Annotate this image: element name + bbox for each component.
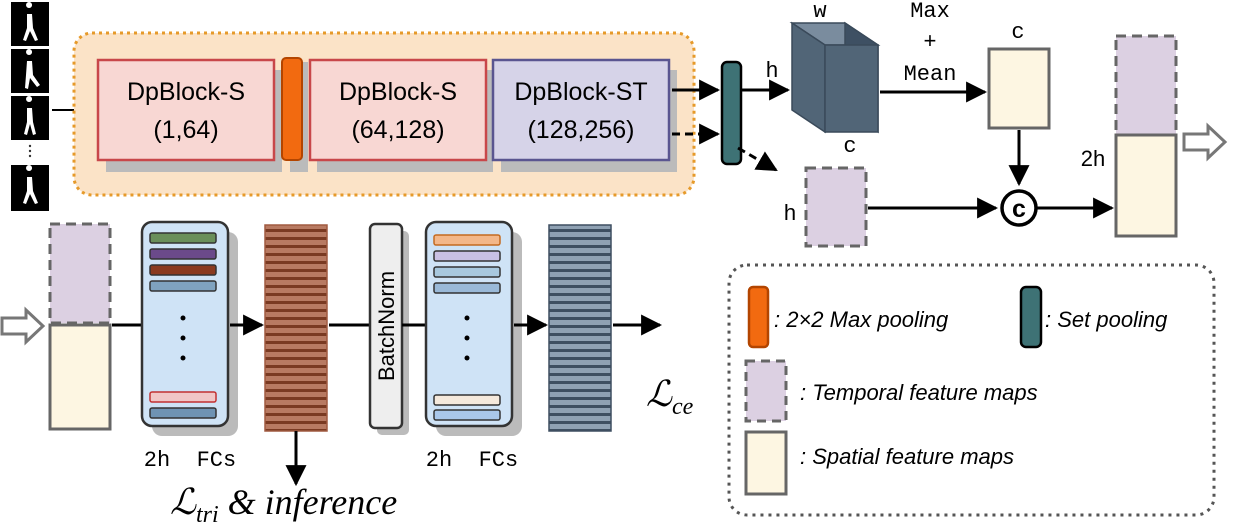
fc-dots	[180, 335, 186, 341]
fc-layer	[433, 394, 501, 406]
cube-h-label: h	[766, 57, 778, 82]
temporal-feature-map	[804, 166, 868, 248]
dpblock-s-1	[96, 58, 276, 162]
fc-dots	[464, 315, 470, 321]
loss-ce-sub: ce	[672, 394, 694, 420]
concat-operator	[1000, 189, 1038, 227]
loss-tri-symbol: ℒ	[170, 482, 197, 522]
legend-spatial-label: : Spatial feature maps	[800, 444, 1014, 469]
legend-set-pooling-swatch	[1019, 285, 1043, 349]
continue-arrow-right	[1182, 122, 1228, 162]
fc-layer	[433, 250, 501, 262]
fc-layer	[149, 248, 217, 260]
legend-spatial-swatch	[744, 430, 788, 496]
embedding-2	[548, 224, 612, 432]
embedding-1	[264, 224, 328, 432]
fc-layer	[433, 266, 501, 278]
loss-tri-sub: tri	[196, 502, 219, 527]
spatial-feature-map	[987, 47, 1051, 130]
cube-w-label: w	[813, 0, 826, 24]
legend-box	[727, 263, 1216, 517]
fc-layer	[149, 280, 217, 292]
temporal-h-label: h	[784, 200, 796, 225]
dpblock-s-1-params: (1,64)	[153, 116, 218, 144]
silhouette-sequence	[11, 2, 49, 211]
arrow-to-temporal-map	[737, 146, 778, 172]
fc-2-label: 2h FCs	[426, 448, 518, 473]
output-2h-label: 2h	[1081, 146, 1105, 171]
dpblock-st-name: DpBlock-ST	[514, 78, 647, 106]
batchnorm-label: BatchNorm	[374, 271, 399, 381]
max-pooling-block	[281, 57, 303, 161]
silhouette-frame	[11, 165, 49, 211]
fc-layer	[149, 264, 217, 276]
legend-temporal-swatch	[744, 359, 788, 423]
feature-cube	[789, 21, 881, 134]
triplet-loss-label: ℒtri & inference	[170, 482, 397, 527]
fc-dots	[180, 355, 186, 361]
silhouette-frame	[11, 96, 49, 140]
fc-layer	[149, 391, 217, 403]
dpblock-s-2-name: DpBlock-S	[339, 78, 457, 106]
silhouette-frame	[11, 2, 49, 46]
fc-layer	[433, 409, 501, 421]
op-plus-label: +	[923, 30, 936, 55]
dpblock-s-1-name: DpBlock-S	[127, 78, 245, 106]
continue-arrow-left	[0, 306, 46, 346]
concat-symbol: c	[1012, 195, 1026, 223]
loss-tri-rest: & inference	[219, 482, 398, 522]
dpblock-st-params: (128,256)	[527, 116, 634, 144]
fc-layer	[149, 407, 217, 419]
dpblock-s-2	[308, 58, 488, 162]
fc-dots	[464, 335, 470, 341]
loss-ce-symbol: ℒ	[646, 374, 673, 414]
op-mean-label: Mean	[904, 62, 957, 87]
legend-temporal-label: : Temporal feature maps	[800, 380, 1038, 405]
fc-layer	[149, 232, 217, 244]
legend-max-pooling-label: : 2×2 Max pooling	[774, 307, 949, 332]
fc-layer	[433, 234, 501, 246]
legend-set-pooling-label: : Set pooling	[1045, 307, 1168, 332]
legend-max-pooling-swatch	[747, 285, 770, 349]
fc-dots	[180, 315, 186, 321]
fc-1-label: 2h FCs	[144, 448, 236, 473]
ce-loss-label: ℒce	[646, 374, 694, 420]
input-temporal-part	[48, 222, 112, 325]
silhouette-frame	[11, 49, 49, 93]
dpblock-s-2-params: (64,128)	[351, 116, 444, 144]
output-spatial-part	[1114, 133, 1178, 238]
spatial-c-label: c	[1011, 20, 1024, 45]
fc-dots	[464, 355, 470, 361]
input-spatial-part	[48, 323, 112, 431]
output-temporal-part	[1114, 34, 1178, 137]
fc-layer	[433, 282, 501, 294]
op-max-label: Max	[910, 0, 950, 24]
dpblock-st	[491, 58, 671, 162]
ellipsis-dots	[28, 144, 32, 158]
cube-c-label: c	[843, 134, 856, 159]
set-pooling-block	[720, 60, 743, 166]
